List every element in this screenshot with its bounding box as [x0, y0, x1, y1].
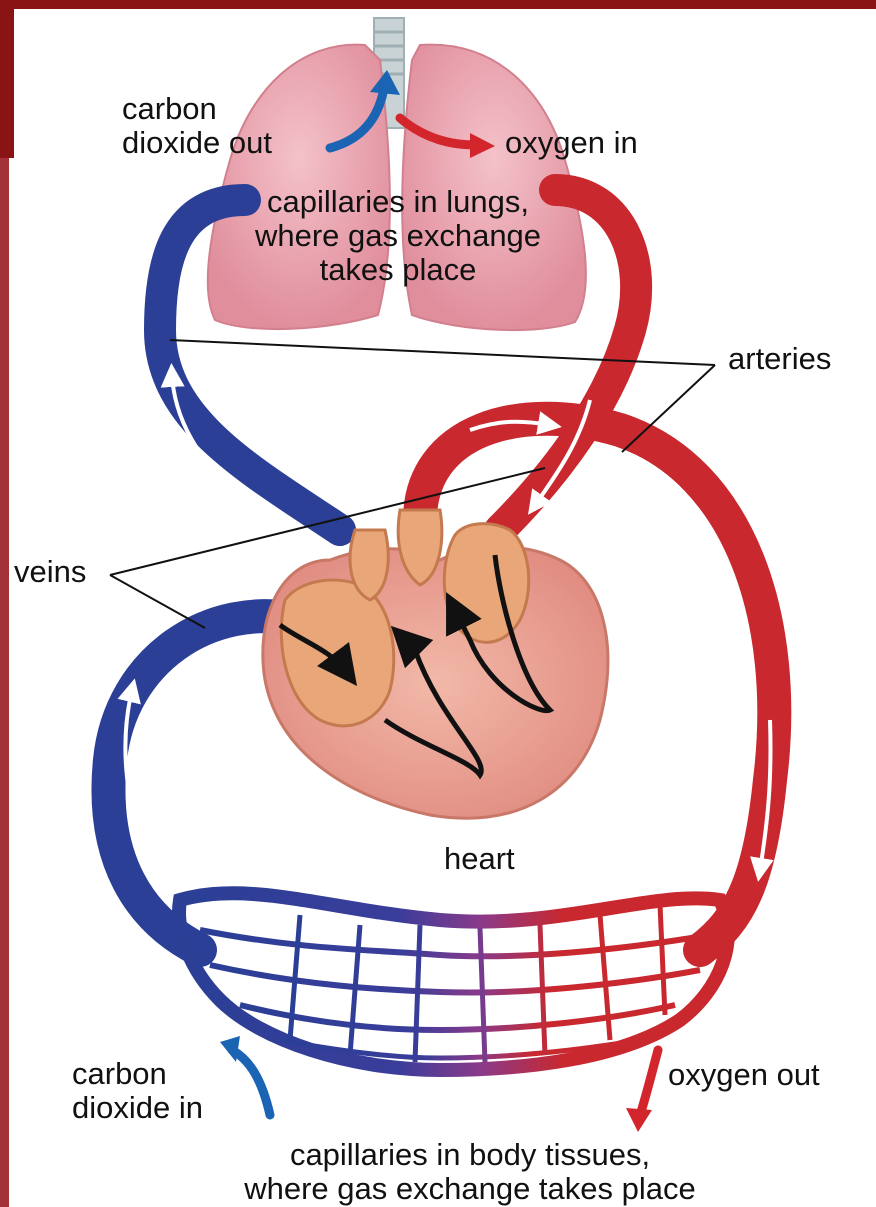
- co2-in-label: carbon dioxide in: [72, 1057, 203, 1125]
- veins-label: veins: [14, 555, 86, 589]
- blue-arrow-icon-body: [232, 1050, 270, 1115]
- oxygen-out-label: oxygen out: [668, 1058, 820, 1092]
- co2-out-label: carbon dioxide out: [122, 92, 272, 160]
- lung-capillaries-line-3: takes place: [218, 253, 578, 287]
- heart-label: heart: [444, 842, 515, 876]
- co2-out-line-1: carbon: [122, 92, 272, 126]
- co2-in-line-2: dioxide in: [72, 1091, 203, 1125]
- oxygen-in-label: oxygen in: [505, 126, 638, 160]
- body-capillaries-line-1: capillaries in body tissues,: [150, 1138, 790, 1172]
- lung-capillaries-label: capillaries in lungs, where gas exchange…: [218, 185, 578, 287]
- lung-capillaries-line-1: capillaries in lungs,: [218, 185, 578, 219]
- co2-out-line-2: dioxide out: [122, 126, 272, 160]
- co2-in-line-1: carbon: [72, 1057, 203, 1091]
- arteries-label: arteries: [728, 342, 831, 376]
- red-arrow-icon-body-head: [626, 1108, 652, 1132]
- body-capillaries-label: capillaries in body tissues, where gas e…: [150, 1138, 790, 1206]
- body-capillaries-line-2: where gas exchange takes place: [150, 1172, 790, 1206]
- heart-illustration: [263, 510, 608, 818]
- body-capillary-bed: [179, 893, 728, 1070]
- red-arrow-icon-body: [640, 1050, 658, 1115]
- lung-capillaries-line-2: where gas exchange: [218, 219, 578, 253]
